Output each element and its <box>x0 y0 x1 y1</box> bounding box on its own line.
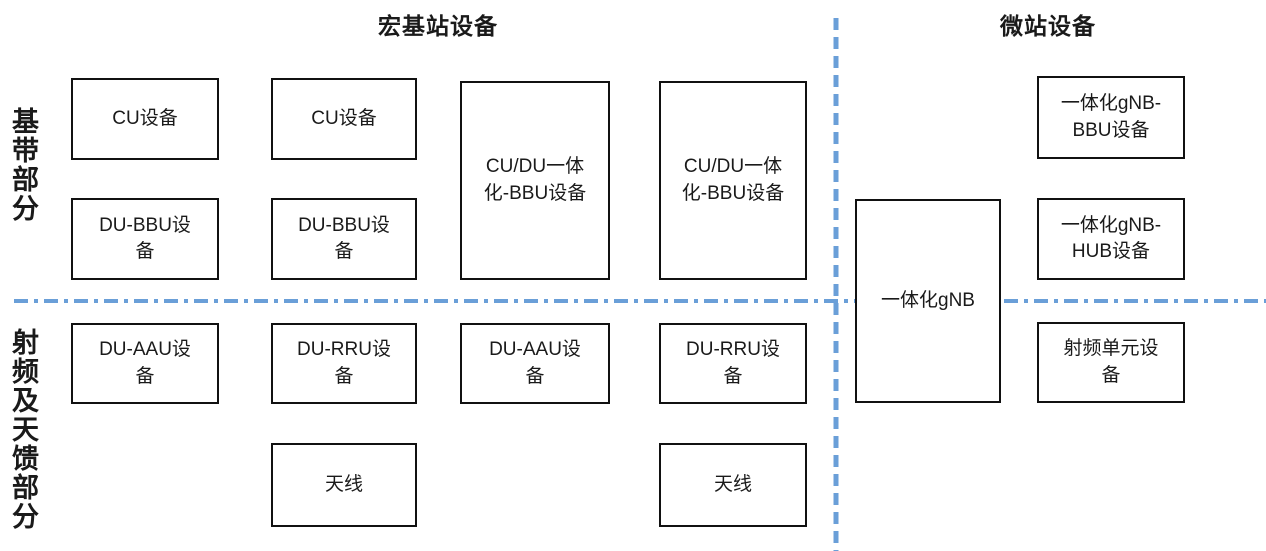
node-integrated-gnb-bbu: 一体化gNB- BBU设备 <box>1037 76 1185 159</box>
node-integrated-gnb: 一体化gNB <box>855 199 1001 403</box>
node-du-rru-device-1: DU-RRU设 备 <box>271 323 417 404</box>
rf-antenna-row-label: 射频及天馈部分 <box>8 328 38 531</box>
node-antenna-2: 天线 <box>659 443 807 527</box>
node-du-aau-device-1: DU-AAU设 备 <box>71 323 219 404</box>
node-cu-device-2: CU设备 <box>271 78 417 160</box>
node-du-rru-device-2: DU-RRU设 备 <box>659 323 807 404</box>
micro-section-title: 微站设备 <box>1000 13 1096 39</box>
node-antenna-1: 天线 <box>271 443 417 527</box>
baseband-row-label: 基带部分 <box>8 107 38 223</box>
node-cu-device-1: CU设备 <box>71 78 219 160</box>
node-rf-unit-device: 射频单元设 备 <box>1037 322 1185 403</box>
node-du-bbu-device-1: DU-BBU设 备 <box>71 198 219 280</box>
macro-section-title: 宏基站设备 <box>378 13 498 39</box>
node-cudu-integrated-bbu-2: CU/DU一体 化-BBU设备 <box>659 81 807 280</box>
node-cudu-integrated-bbu-1: CU/DU一体 化-BBU设备 <box>460 81 610 280</box>
node-du-aau-device-2: DU-AAU设 备 <box>460 323 610 404</box>
node-du-bbu-device-2: DU-BBU设 备 <box>271 198 417 280</box>
node-integrated-gnb-hub: 一体化gNB- HUB设备 <box>1037 198 1185 280</box>
